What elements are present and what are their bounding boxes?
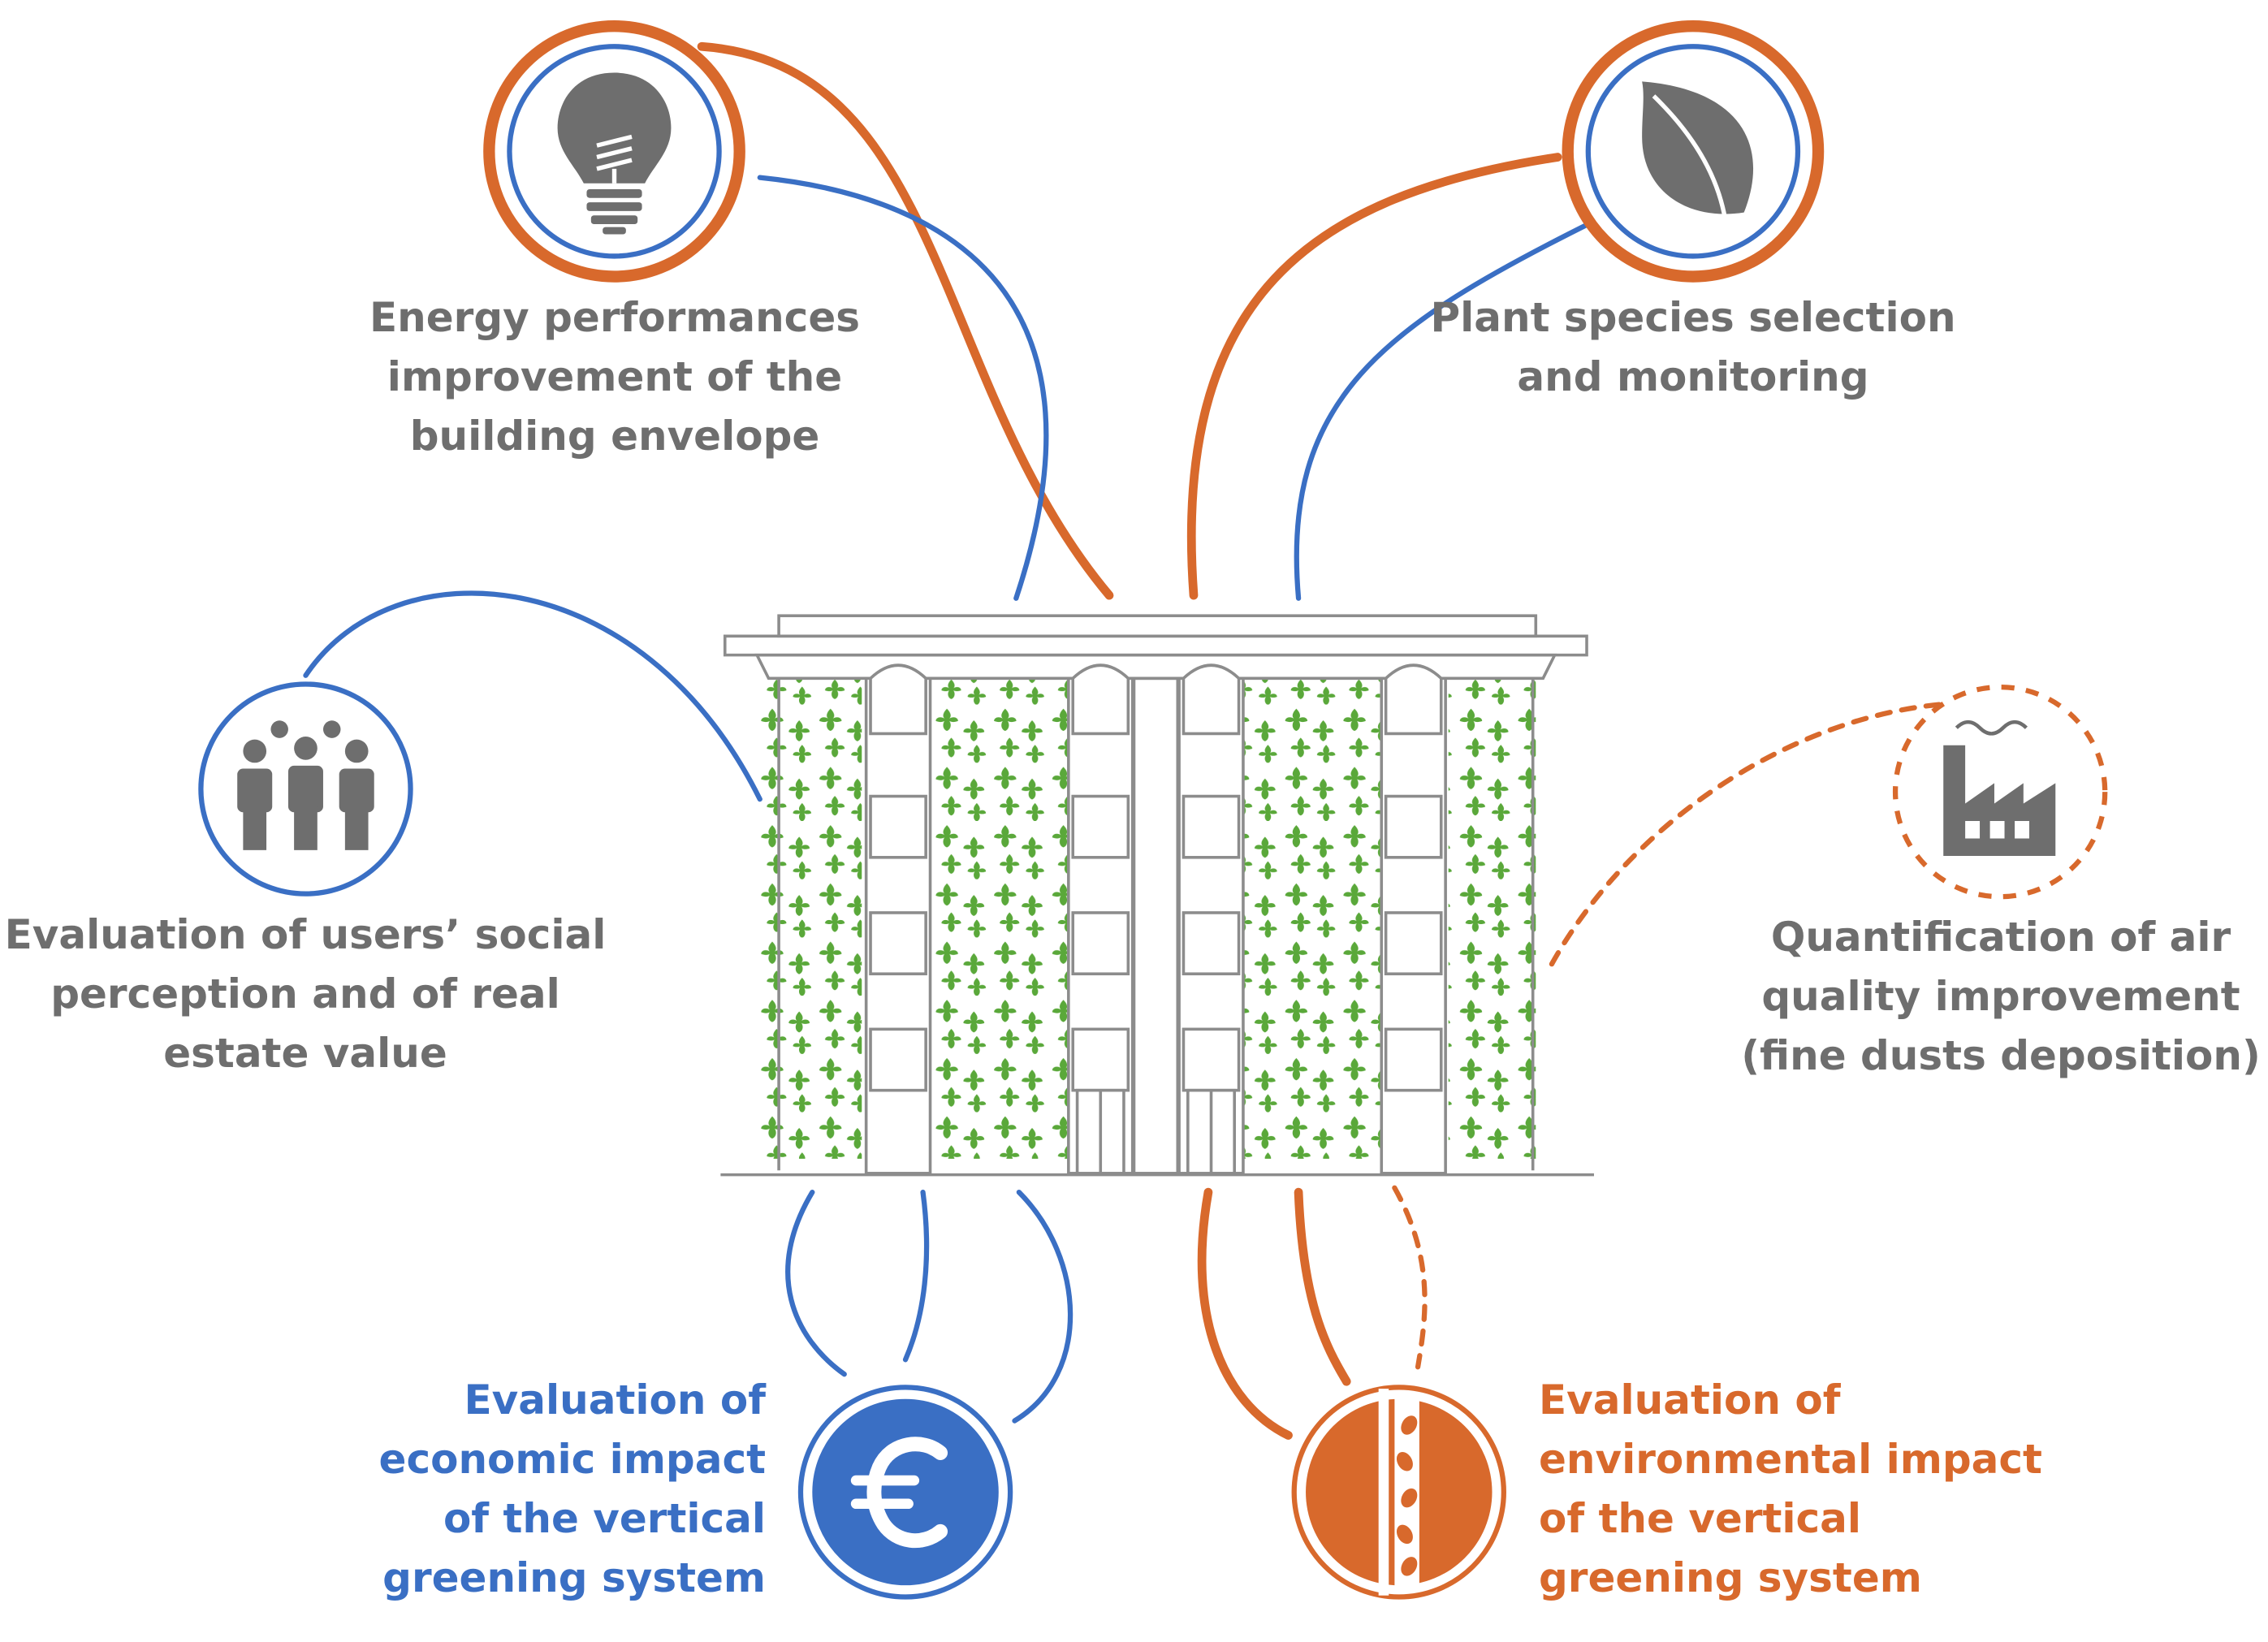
connector-air-orange-dashed bbox=[1548, 702, 1942, 970]
economic-label-line-2: economic impact bbox=[378, 1436, 766, 1483]
vertical-green-wall-icon bbox=[1378, 1389, 1419, 1596]
social-label-line-2: perception and of real bbox=[50, 970, 560, 1018]
connector-env-orange-dashed bbox=[1392, 1185, 1428, 1370]
ivy-panel-4 bbox=[1448, 678, 1536, 1159]
leaf-icon bbox=[1642, 81, 1754, 219]
light-bulb-icon bbox=[557, 72, 672, 235]
economic-node bbox=[797, 1385, 1013, 1600]
connector-economic-blue-2 bbox=[902, 1189, 930, 1363]
plants-label: Plant species selection and monitoring bbox=[1430, 288, 1955, 407]
connector-env-orange-2 bbox=[1294, 1187, 1351, 1386]
air-label-line-1: Quantification of air bbox=[1770, 914, 2231, 961]
environmental-label-line-4: greening system bbox=[1539, 1554, 1922, 1601]
ivy-panel-2 bbox=[931, 678, 1069, 1159]
connector-economic-blue-3 bbox=[1012, 1189, 1074, 1424]
connector-env-orange-1 bbox=[1197, 1187, 1293, 1440]
environmental-label: Evaluation of environmental impact of th… bbox=[1539, 1371, 2042, 1608]
ivy-panel-1 bbox=[759, 678, 862, 1159]
euro-icon bbox=[850, 1437, 948, 1549]
connector-plants-blue bbox=[1294, 218, 1597, 601]
environmental-label-line-1: Evaluation of bbox=[1539, 1376, 1841, 1424]
social-label-line-3: estate value bbox=[163, 1030, 447, 1077]
social-label: Evaluation of users’ social perception a… bbox=[5, 905, 607, 1083]
economic-label: Evaluation of economic impact of the ver… bbox=[379, 1371, 766, 1608]
connector-plants-orange bbox=[1186, 153, 1562, 600]
ivy-panel-3 bbox=[1240, 678, 1380, 1159]
energy-label-line-1: Energy performances bbox=[369, 294, 860, 341]
green-facade-building-icon bbox=[720, 614, 1594, 1177]
environmental-label-line-2: environmental impact bbox=[1539, 1436, 2042, 1483]
connector-lines bbox=[303, 41, 1942, 1440]
connector-social-blue bbox=[303, 590, 762, 802]
social-node bbox=[198, 681, 413, 897]
economic-label-line-1: Evaluation of bbox=[464, 1376, 766, 1424]
social-label-line-1: Evaluation of users’ social bbox=[4, 911, 607, 958]
plants-node bbox=[1562, 20, 1825, 283]
people-group-icon bbox=[237, 720, 374, 850]
connector-economic-blue-1 bbox=[785, 1189, 847, 1377]
economic-label-line-3: of the vertical bbox=[443, 1495, 766, 1542]
air-label-line-3: (fine dusts deposition) bbox=[1741, 1032, 2261, 1079]
plants-label-line-1: Plant species selection bbox=[1430, 294, 1956, 341]
air-node bbox=[1892, 684, 2108, 900]
energy-label-line-3: building envelope bbox=[409, 413, 820, 460]
connector-energy-blue bbox=[757, 175, 1049, 601]
economic-label-line-4: greening system bbox=[382, 1554, 766, 1601]
environmental-node bbox=[1291, 1385, 1506, 1600]
energy-label: Energy performances improvement of the b… bbox=[369, 288, 860, 466]
factory-icon bbox=[1943, 719, 2056, 857]
energy-label-line-2: improvement of the bbox=[387, 353, 843, 400]
air-label: Quantification of air quality improvemen… bbox=[1741, 908, 2261, 1086]
environmental-label-line-3: of the vertical bbox=[1539, 1495, 1862, 1542]
air-label-line-2: quality improvement bbox=[1761, 973, 2240, 1020]
plants-label-line-2: and monitoring bbox=[1517, 353, 1869, 400]
energy-node bbox=[483, 20, 745, 283]
